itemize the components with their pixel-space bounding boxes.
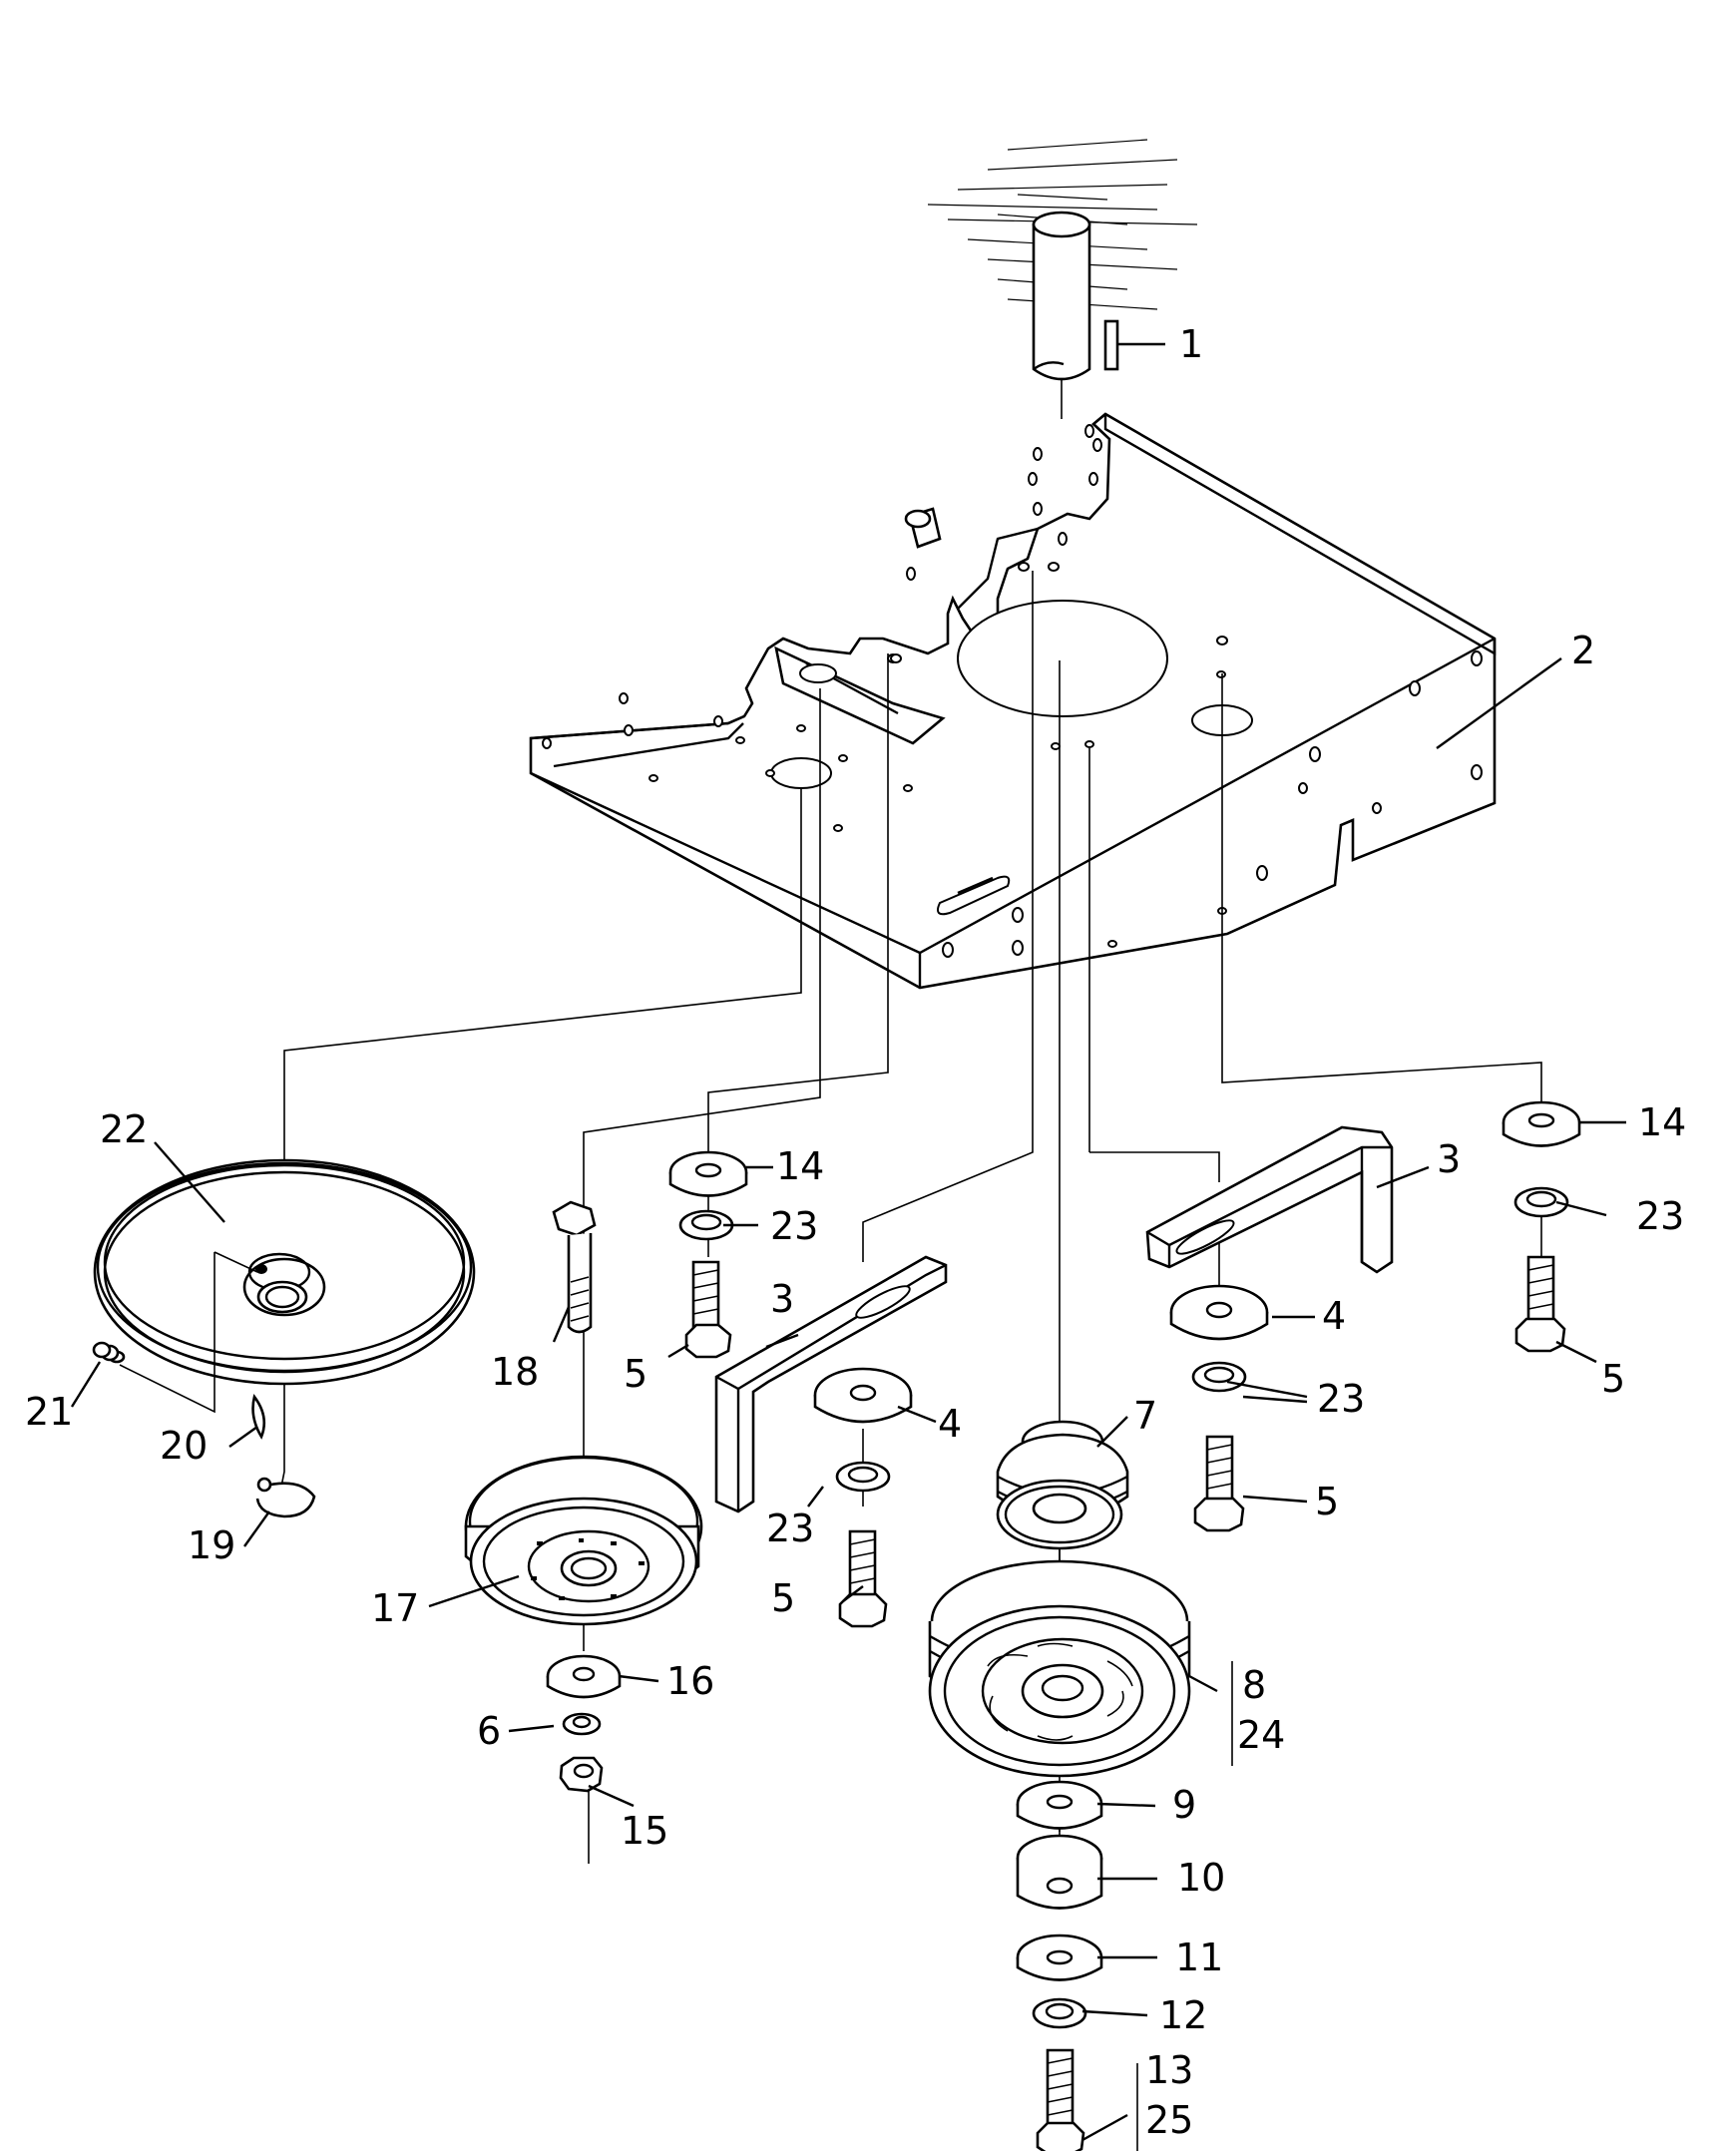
lock-washer-6 [562,1712,602,1736]
callout-6: 6 [477,1709,501,1753]
bolt-5-far [1514,1255,1566,1353]
callout-4-left: 4 [938,1402,962,1446]
callout-4-right: 4 [1322,1294,1346,1338]
callout-15: 15 [621,1809,668,1853]
callout-20: 20 [160,1424,208,1468]
callout-11: 11 [1175,1936,1223,1979]
mounting-plate [529,412,1497,990]
callout-3-left: 3 [770,1277,794,1321]
callout-13: 13 [1145,2048,1193,2092]
lock-washer-12 [1032,1997,1087,2029]
callout-23-left: 23 [770,1204,818,1248]
callout-17: 17 [371,1586,419,1630]
bracket-3-left [714,1255,948,1513]
lock-washer-23-far [1513,1186,1569,1218]
callout-labels: 1 2 3 3 4 4 5 5 5 5 6 7 8 24 9 10 11 12 … [25,322,1686,2142]
washer-4-right [1169,1284,1269,1341]
washer-16 [546,1654,622,1699]
callout-23-far: 23 [1636,1194,1684,1238]
callout-16: 16 [666,1659,714,1703]
callout-14-left: 14 [776,1144,824,1188]
bolt-5-mid [838,1529,888,1628]
crankshaft [927,139,1198,419]
drive-pulley-8 [928,1559,1233,1778]
washer-9 [1016,1780,1103,1830]
callout-5-right: 5 [1315,1480,1339,1523]
lock-washer-23-mid [835,1461,891,1493]
callout-8: 8 [1242,1663,1266,1707]
bracket-3-right [1145,1125,1394,1274]
callout-14-right: 14 [1638,1100,1686,1144]
callout-5-left: 5 [624,1352,647,1396]
callout-24: 24 [1237,1713,1285,1757]
callout-23-right: 23 [1317,1377,1365,1421]
washer-11 [1016,1934,1103,1981]
callout-5-mid: 5 [771,1576,795,1620]
idler-pulley [464,1455,703,1626]
callout-12: 12 [1159,1993,1207,2037]
bolt-5-right [1193,1435,1245,1532]
callout-23-mid: 23 [766,1507,814,1550]
callout-1: 1 [1179,322,1203,366]
set-screw [92,1341,126,1364]
drive-pulley-7 [996,1420,1129,1550]
nut-15 [559,1756,604,1793]
callout-10: 10 [1177,1856,1225,1900]
callout-19: 19 [188,1523,235,1567]
callout-5-far: 5 [1601,1357,1625,1401]
callout-22: 22 [100,1107,148,1151]
spacer-10 [1016,1834,1103,1910]
callout-7: 7 [1133,1394,1157,1438]
callout-21: 21 [25,1390,73,1434]
washer-14-right [1502,1100,1581,1147]
washer-14-left [668,1150,748,1197]
bolt-13 [1036,2048,1138,2156]
bolt-18 [552,1200,597,1334]
woodruff-key [251,1394,266,1440]
callout-3-right: 3 [1437,1137,1461,1181]
callout-2: 2 [1571,629,1595,672]
washer-4-left [813,1367,913,1424]
lock-washer-23-right [1191,1361,1247,1393]
callout-9: 9 [1172,1783,1196,1827]
bolt-5-left [684,1260,732,1359]
callout-18: 18 [491,1350,539,1394]
retaining-ring [255,1477,316,1518]
shaft-key [1103,319,1119,371]
callout-25: 25 [1145,2098,1193,2142]
callout-leaders [70,342,1626,2142]
large-pulley [93,1158,476,1414]
